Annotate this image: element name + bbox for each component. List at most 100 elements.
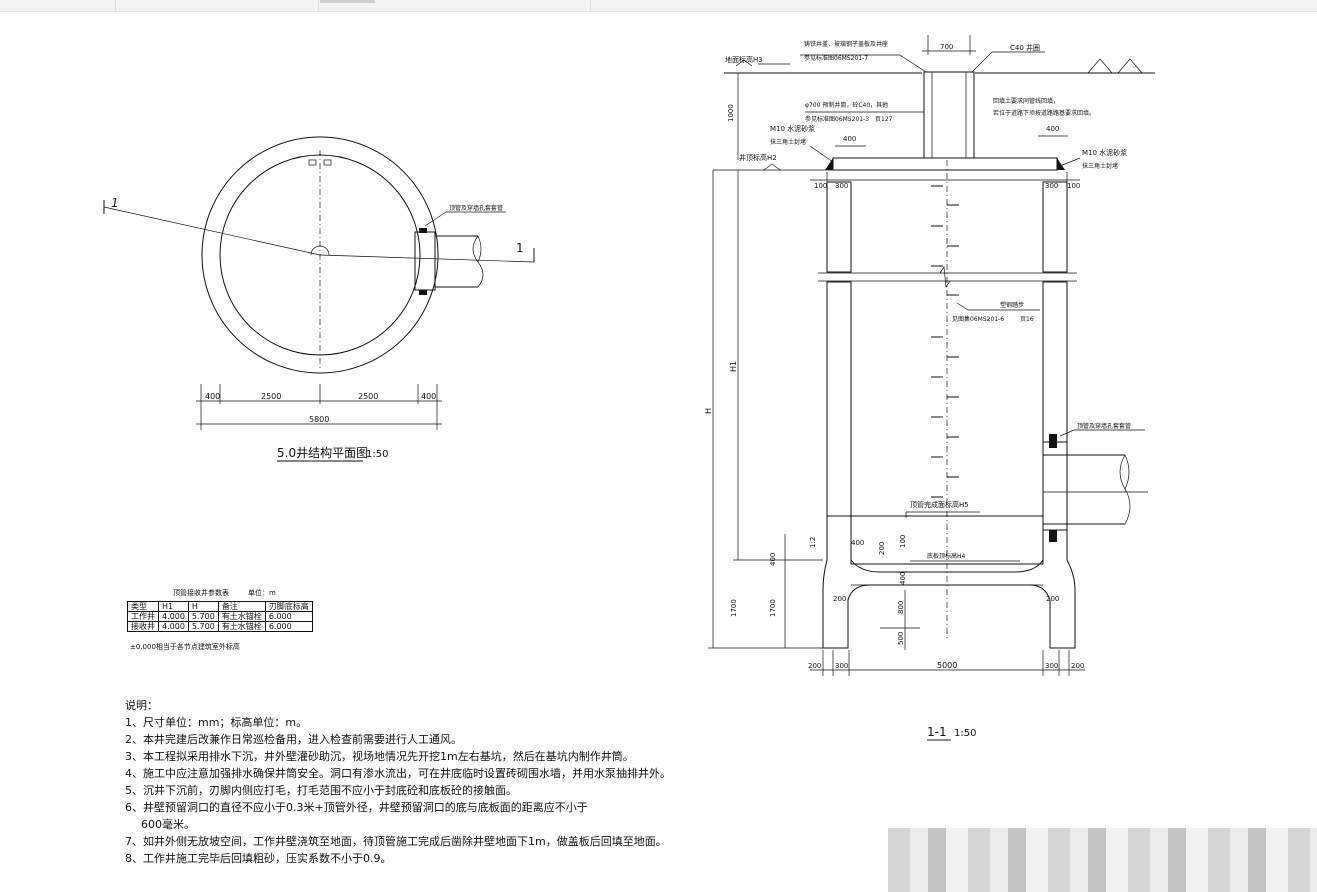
plan-step-mark — [308, 159, 317, 166]
plan-view: 1 1 顶管及穿墙孔套套管 400 2500 2500 400 5800 5.0… — [103, 136, 535, 462]
table-cell: 5.700 — [187, 611, 219, 622]
note-item: 7、如井外侧无放坡空间，工作井壁浇筑至地面，待顶管施工完成后凿除井壁地面下1m，… — [125, 835, 667, 848]
section-c40-leader — [971, 51, 993, 73]
table-header-cell: 备注 — [217, 601, 266, 612]
plan-center-arc — [310, 245, 330, 256]
section-mortar-leader — [809, 145, 834, 163]
table-cell: 有土水锚栓 — [217, 611, 266, 622]
section-mortar-right-1: M10 水泥砂浆 — [1082, 148, 1127, 157]
section-scale: 1:50 — [954, 728, 976, 739]
section-ladder-1: 塑钢踏步 — [1000, 301, 1024, 309]
note-item: 5、沉井下沉前，刃脚内侧应打毛，打毛范围不应小于封底砼和底板砼的接触面。 — [125, 784, 517, 797]
section-cover-label-2: 参见标准图06MS201-7 — [804, 54, 868, 62]
section-shaft-wall-left — [923, 71, 933, 159]
section-base-cutting-edge — [822, 515, 1076, 649]
section-dim-5000: 5000 — [937, 661, 957, 670]
section-dim-300-right: 300 — [1045, 182, 1058, 190]
section-dim-100-left: 100 — [814, 182, 827, 190]
section-slab-corner — [825, 158, 833, 170]
table-cell: 5.700 — [187, 621, 219, 632]
section-floor-label: 底板顶标高H4 — [927, 552, 966, 560]
plan-dim-1: 400 — [205, 392, 220, 401]
active-tab-indicator[interactable] — [320, 0, 375, 3]
section-slab-corner — [1057, 158, 1065, 170]
section-shaft — [923, 71, 975, 159]
section-cover-leader — [899, 54, 927, 73]
section-h1-label: H1 — [729, 361, 738, 372]
section-dim-200-bl: 200 — [808, 662, 821, 670]
notes-block: 说明： 1、尺寸单位：mm；标高单位：m。 2、本井完建后改兼作日常巡检备用，进… — [125, 697, 671, 867]
section-dim-300-br: 300 — [1045, 662, 1058, 670]
plan-dim-4: 400 — [421, 392, 436, 401]
table-header-cell: H — [187, 601, 219, 612]
section-ground-hatch — [1087, 58, 1143, 74]
note-item: 2、本井完建后改兼作日常巡检备用，进入检查前需要进行人工通风。 — [125, 733, 462, 746]
table-row: 接收井 4.000 5.700 有土水锚栓 6.000 — [127, 621, 313, 632]
plan-pipe-flange — [419, 290, 427, 295]
section-dim-800: 800 — [897, 601, 905, 614]
section-well-top-label: 井顶标高H2 — [739, 153, 777, 162]
section-h-label: H — [704, 408, 713, 414]
table-cell: 6.000 — [264, 611, 313, 622]
plan-section-line — [319, 254, 535, 263]
section-pipe-label: 顶管及穿墙孔套套管 — [1077, 422, 1131, 430]
section-backfill-1: 回填土要求同管线回填， — [993, 97, 1059, 105]
section-cover-label-1: 铸铁井盖、玻璃钢子盖板及井座 — [804, 40, 888, 48]
section-c40-label: C40 井圈 — [1010, 43, 1040, 52]
section-ladder-leader — [956, 302, 969, 311]
plan-pipe-leader — [424, 211, 447, 227]
table-cell: 有土水锚栓 — [217, 621, 266, 632]
section-dim-300-bl: 300 — [835, 662, 848, 670]
section-dim-400-right: 400 — [1046, 125, 1059, 133]
section-dim-300-left: 300 — [835, 182, 848, 190]
plan-pipe-label: 顶管及穿墙孔套套管 — [449, 204, 503, 212]
section-mortar-leader — [1059, 157, 1081, 167]
table-header-row: 类型 H1 H 备注 刃脚底标高 — [127, 601, 313, 612]
section-wall-left-lower — [826, 281, 852, 517]
plan-pipe-sleeve — [414, 231, 436, 291]
section-wall-right-lower — [1042, 281, 1068, 443]
table-header-cell: 刃脚底标高 — [264, 601, 313, 612]
note-item: 6、井壁预留洞口的直径不应小于0.3米+顶管外径，井壁预留洞口的底与底板面的距离… — [125, 801, 588, 814]
section-ground-label: 地面标高H3 — [725, 55, 763, 64]
toolbar-separator — [115, 0, 116, 11]
section-dim-1700-b: 1700 — [769, 599, 777, 617]
plan-pipe-flange — [419, 228, 427, 233]
section-mortar-right-2: 抹三角土封堵 — [1082, 162, 1118, 170]
section-shaft-label-1: φ700 预制井筒，砼C40，其他 — [805, 101, 888, 109]
param-table-note: ±0.000相当于各节点建筑室外标高 — [130, 643, 240, 651]
section-well-top-mark — [763, 163, 781, 171]
plan-dim-3: 2500 — [358, 392, 378, 401]
section-ground-mark — [735, 59, 753, 67]
section-title: 1-1 — [927, 725, 947, 739]
section-pipe-flange — [1049, 434, 1057, 448]
section-dim-700: 700 — [940, 43, 953, 51]
plan-dim-2: 2500 — [261, 392, 281, 401]
table-cell: 4.000 — [158, 621, 189, 632]
section-wall-left-upper — [826, 181, 852, 273]
section-dim-100-right: 100 — [1067, 182, 1080, 190]
section-dim-100-inner: 100 — [899, 535, 907, 548]
plan-section-line — [103, 206, 321, 256]
section-pipe-flange — [1049, 530, 1057, 542]
plan-section-mark-right: 1 — [516, 241, 524, 255]
note-item: 1、尺寸单位：mm；标高单位：m。 — [125, 716, 308, 729]
section-shaft-label-2: 参见标准图06MS201-3 — [805, 115, 869, 123]
section-dim-200-inner: 200 — [878, 542, 886, 555]
top-toolbar-strip — [0, 0, 1317, 12]
table-row: 工作井 4.000 5.700 有土水锚栓 6.000 — [127, 611, 313, 622]
section-dim-400-left-v: 400 — [769, 553, 777, 566]
plan-section-mark-left: 1 — [111, 196, 119, 210]
section-shaft-label-3: 页127 — [875, 116, 893, 123]
note-item: 3、本工程拟采用排水下沉，井外壁灌砂助沉，视场地情况先开挖1m左右基坑，然后在基… — [125, 750, 634, 763]
section-slope-label: 1:2 — [809, 537, 817, 548]
section-break-symbol — [939, 265, 951, 289]
section-dim-400-left: 400 — [843, 135, 856, 143]
section-bottom-label: 顶管完成面标高H5 — [910, 500, 969, 509]
section-ladder-3: 页16 — [1020, 316, 1034, 323]
plan-step-mark — [323, 159, 332, 166]
section-view: 地面标高H3 700 铸铁井盖、玻璃钢子盖板及井座 参见标准图06MS201-7… — [704, 35, 1155, 741]
plan-scale: 1:50 — [366, 449, 388, 460]
table-header-cell: H1 — [158, 601, 189, 612]
